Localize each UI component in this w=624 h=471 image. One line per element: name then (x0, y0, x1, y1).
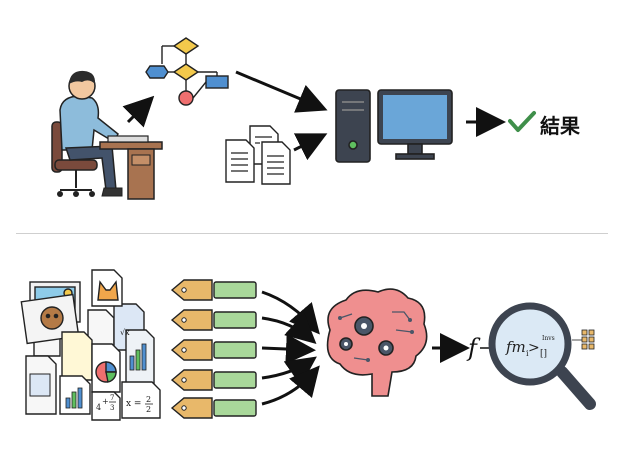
brain-icon (326, 288, 428, 397)
tag-5 (170, 397, 213, 419)
math-sqrt: √x (120, 328, 130, 337)
math-seven: 7 (110, 394, 114, 402)
result-label: 結果 (540, 114, 580, 138)
lens-chevron: > (528, 340, 540, 356)
tag-hole (181, 287, 187, 293)
arrow-flowchart-to-computer (235, 70, 328, 113)
math-num-bottom: 2 (146, 405, 151, 414)
tag-hole (181, 317, 187, 323)
output-grid-icon (572, 329, 595, 350)
arrow-documents-to-computer (293, 133, 328, 161)
lens-fm: fm (505, 338, 526, 356)
label-box-5 (213, 399, 257, 417)
magnifying-glass-icon (488, 302, 596, 410)
lens-bracket: [] (540, 349, 547, 359)
documents-icon (225, 125, 291, 185)
tag-3 (170, 339, 213, 361)
computer-icon (335, 89, 453, 163)
lens-subscript: i (526, 349, 529, 358)
function-symbol: f (466, 334, 481, 362)
lens-invs: Invs (542, 335, 555, 342)
math-three: 3 (110, 404, 114, 412)
label-box-3 (213, 341, 257, 359)
math-notation: √x x = 2 2 4 + 7 3 (96, 328, 153, 414)
data-files-pile (20, 269, 161, 421)
label-box-4 (213, 371, 257, 389)
math-x-equals: x = (126, 399, 141, 409)
lens-content: fm i > Invs [] (505, 335, 555, 359)
section-divider (16, 233, 608, 234)
label-box-1 (213, 281, 257, 299)
labeled-tags (170, 279, 257, 419)
flowchart-icon (145, 37, 229, 106)
checkmark-icon (508, 111, 536, 132)
label-box-2 (213, 311, 257, 329)
programmer-illustration (51, 70, 163, 200)
arrows-to-brain (261, 290, 320, 406)
arrow-to-flowchart (122, 95, 155, 128)
math-four: 4 (96, 403, 101, 412)
math-plus: + (102, 397, 109, 406)
tag-1 (170, 279, 213, 301)
tag-4 (170, 369, 213, 391)
tag-hole (181, 405, 187, 411)
math-num-top: 2 (146, 395, 151, 404)
tag-2 (170, 309, 213, 331)
tag-hole (181, 377, 187, 383)
tag-hole (181, 347, 187, 353)
